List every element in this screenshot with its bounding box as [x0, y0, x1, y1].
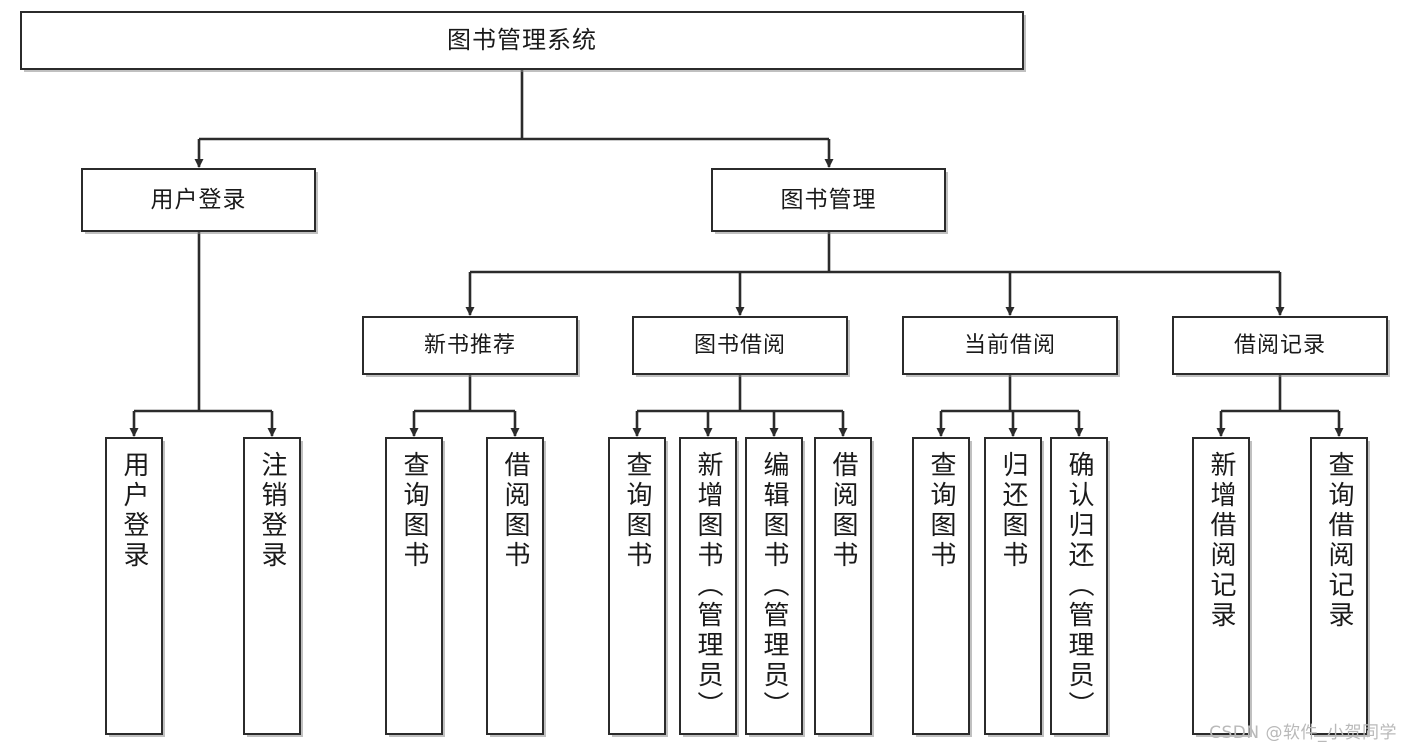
- node-label: 归还图书: [998, 451, 1028, 571]
- node-label: 借阅图书: [828, 451, 858, 571]
- node-leaf-bo-query[interactable]: 查询图书: [608, 437, 666, 735]
- node-label: 新增图书（管理员）: [693, 451, 723, 721]
- node-label: 查询借阅记录: [1324, 451, 1354, 631]
- node-leaf-cu-return[interactable]: 归还图书: [984, 437, 1042, 735]
- node-leaf-nb-query[interactable]: 查询图书: [385, 437, 443, 735]
- node-label: 注销登录: [257, 451, 287, 571]
- node-label: 查询图书: [622, 451, 652, 571]
- node-leaf-rc-query[interactable]: 查询借阅记录: [1310, 437, 1368, 735]
- node-newbook[interactable]: 新书推荐: [362, 316, 578, 375]
- node-label: 借阅图书: [500, 451, 530, 571]
- node-label: 查询图书: [399, 451, 429, 571]
- node-leaf-bo-edit[interactable]: 编辑图书（管理员）: [745, 437, 803, 735]
- node-label: 图书管理系统: [447, 25, 597, 54]
- node-root[interactable]: 图书管理系统: [20, 11, 1024, 70]
- node-leaf-cu-confirm[interactable]: 确认归还（管理员）: [1050, 437, 1108, 735]
- node-label: 查询图书: [926, 451, 956, 571]
- node-label: 图书借阅: [693, 332, 786, 358]
- node-bookmgmt[interactable]: 图书管理: [711, 168, 946, 232]
- node-leaf-nb-borrow[interactable]: 借阅图书: [486, 437, 544, 735]
- node-records[interactable]: 借阅记录: [1172, 316, 1388, 375]
- node-leaf-bo-borrow[interactable]: 借阅图书: [814, 437, 872, 735]
- node-leaf-cu-query[interactable]: 查询图书: [912, 437, 970, 735]
- node-label: 确认归还（管理员）: [1064, 451, 1094, 721]
- node-leaf-user-logout[interactable]: 注销登录: [243, 437, 301, 735]
- node-label: 用户登录: [119, 451, 149, 571]
- node-label: 图书管理: [780, 186, 877, 213]
- node-current[interactable]: 当前借阅: [902, 316, 1118, 375]
- node-leaf-user-login[interactable]: 用户登录: [105, 437, 163, 735]
- node-login[interactable]: 用户登录: [81, 168, 316, 232]
- node-label: 当前借阅: [963, 332, 1056, 358]
- node-borrow[interactable]: 图书借阅: [632, 316, 848, 375]
- node-label: 新书推荐: [423, 332, 516, 358]
- node-label: 编辑图书（管理员）: [759, 451, 789, 721]
- node-label: 新增借阅记录: [1206, 451, 1236, 631]
- node-leaf-rc-add[interactable]: 新增借阅记录: [1192, 437, 1250, 735]
- node-label: 用户登录: [150, 186, 247, 213]
- node-leaf-bo-add[interactable]: 新增图书（管理员）: [679, 437, 737, 735]
- node-label: 借阅记录: [1233, 332, 1326, 358]
- csdn-watermark: CSDN @软件_小贺同学: [1209, 723, 1397, 743]
